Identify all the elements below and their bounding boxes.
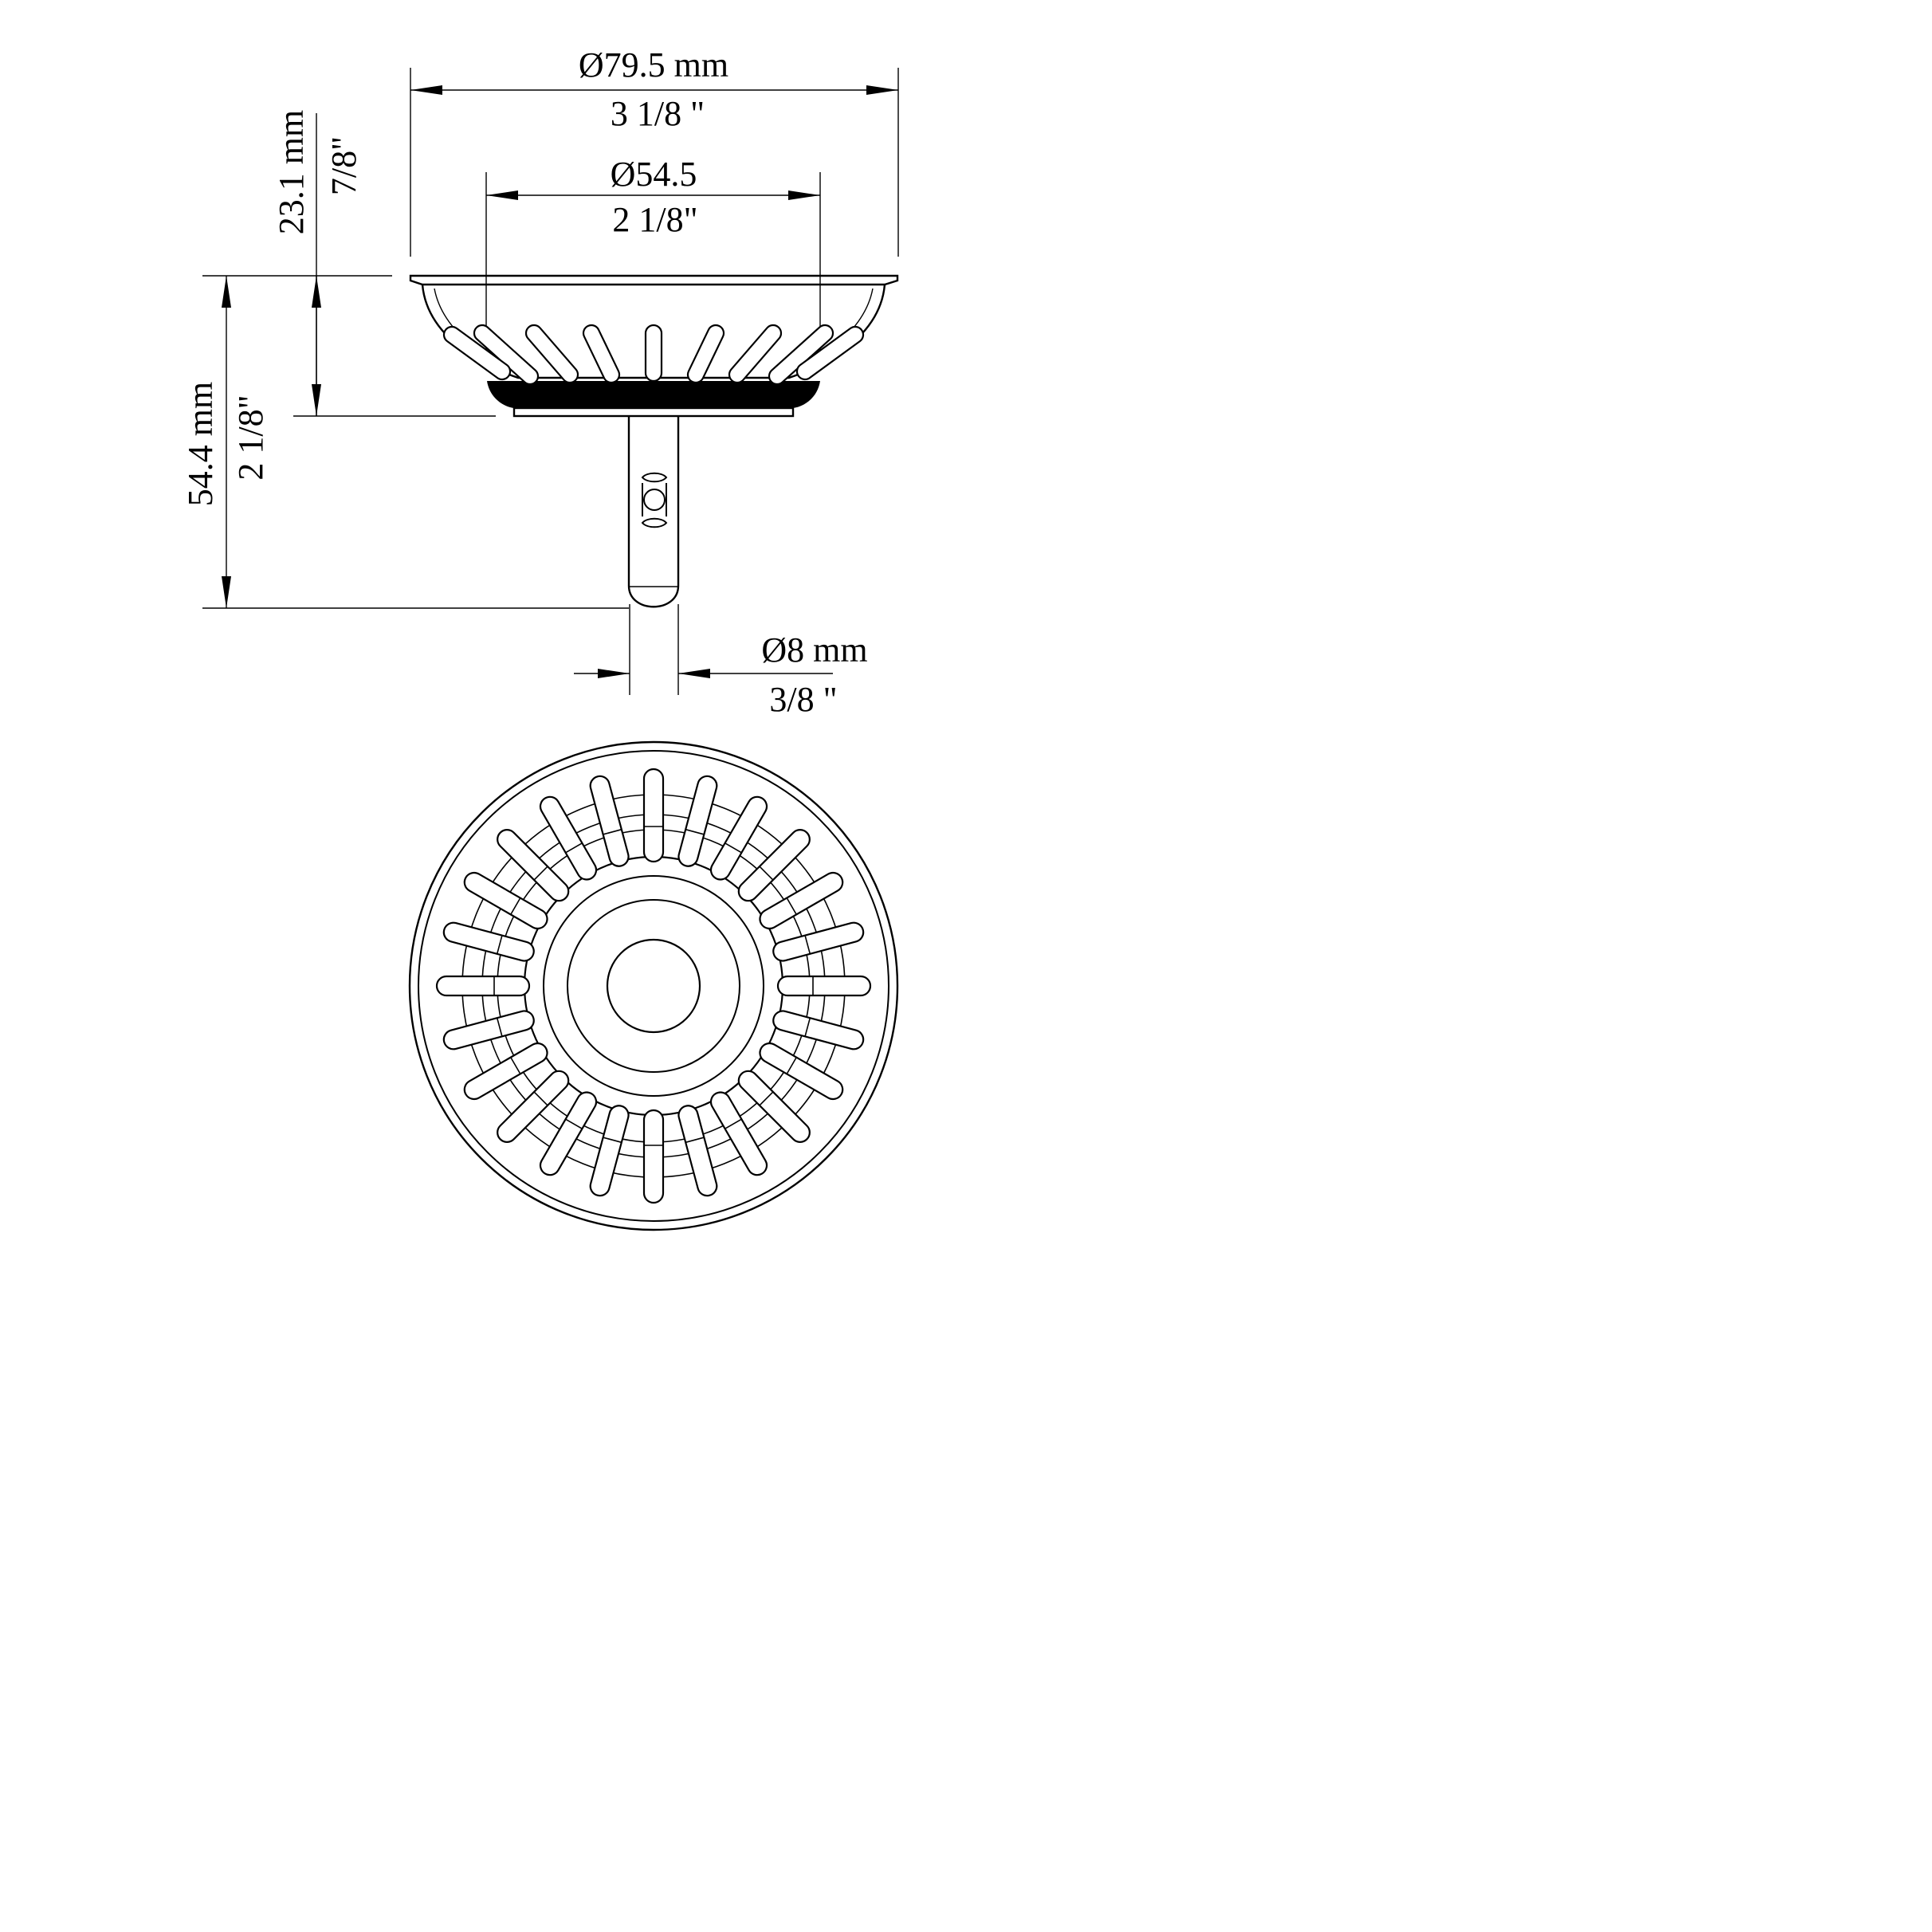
plan-tine [776,975,872,997]
plan-tine-joint [496,1017,503,1037]
plan-outer-rim [408,740,899,1231]
plan-tine [435,975,531,997]
plan-tine [463,1042,548,1101]
plan-tine-joint [786,1057,797,1074]
plan-tines [435,768,872,1204]
plan-tine-joint [759,866,774,881]
basket-bottom-plate [512,406,795,418]
plan-tine [463,871,548,930]
plan-tine [737,829,811,902]
stem [627,416,680,608]
plan-tine-joint [724,842,742,854]
plan-tine [497,829,570,902]
plan-tine [442,921,535,962]
plan-tine-joint [565,1118,583,1129]
plan-tine-joint [510,897,521,915]
side-view [409,274,899,608]
plan-tine-joint [804,935,811,955]
side-tine [728,324,783,384]
plan-tine [539,795,598,881]
plan-tine [737,1070,811,1143]
outer-diameter-in-label: 3 1/8 " [611,94,705,133]
plan-tine [442,1010,535,1050]
plan-tine-joint [603,1137,622,1144]
technical-drawing: Ø79.5 mm 3 1/8 " Ø54.5 2 1/8" 23.1 mm 7/… [181,45,899,1231]
plan-tine-joint [804,1017,811,1037]
outer-diameter-mm-label: Ø79.5 mm [579,45,728,84]
basket-gasket [487,381,820,408]
side-tine [442,325,512,381]
side-tines [442,324,865,386]
side-tine [524,324,579,384]
plan-tine [589,775,630,867]
side-tine [686,324,725,384]
plan-tine [709,1091,768,1176]
stem-diameter-mm-label: Ø8 mm [761,630,867,670]
plan-tine [759,871,844,930]
plan-tine-joint [603,828,622,835]
stem-knob [641,472,668,528]
inner-diameter-mm-label: Ø54.5 [611,155,697,194]
plan-tine [677,1105,718,1197]
total-height-in-label: 2 1/8" [231,395,270,480]
plan-tine-joint [759,1091,774,1106]
side-tine [582,324,621,384]
rim-height-dimension: 23.1 mm 7/8" [272,110,496,417]
plan-center-knob [606,938,701,1034]
plan-tine [497,1070,570,1143]
plan-tine-joint [685,828,705,835]
plan-view [408,740,899,1231]
plan-tine [772,1010,865,1050]
plan-tine-joint [786,897,797,915]
plan-tine [759,1042,844,1101]
total-height-mm-label: 54.4 mm [181,382,220,506]
plan-tine-joint [533,866,548,881]
plan-tine [709,795,768,881]
rim-height-mm-label: 23.1 mm [272,110,311,234]
plan-tine-joint [496,935,503,955]
plan-tine-joint [510,1057,521,1074]
side-tine [644,324,663,383]
stem-diameter-in-label: 3/8 " [769,680,837,719]
rim-height-in-label: 7/8" [324,136,363,195]
plan-tine-joint [724,1118,742,1129]
basket-rim [409,274,899,286]
plan-tine-joint [685,1137,705,1144]
plan-tine [677,775,718,867]
plan-tine [642,1109,665,1204]
side-tine [795,325,865,381]
plan-tine [539,1091,598,1176]
outer-diameter-dimension: Ø79.5 mm 3 1/8 " [410,45,899,257]
total-height-dimension: 54.4 mm 2 1/8" [181,275,629,609]
plan-tine [642,768,665,863]
plan-tine [772,921,865,962]
plan-tine-joint [533,1091,548,1106]
plan-tine-joint [565,842,583,854]
plan-tine [589,1105,630,1197]
inner-diameter-in-label: 2 1/8" [612,200,697,239]
inner-diameter-dimension: Ø54.5 2 1/8" [485,155,821,363]
stem-diameter-dimension: Ø8 mm 3/8 " [574,604,868,719]
